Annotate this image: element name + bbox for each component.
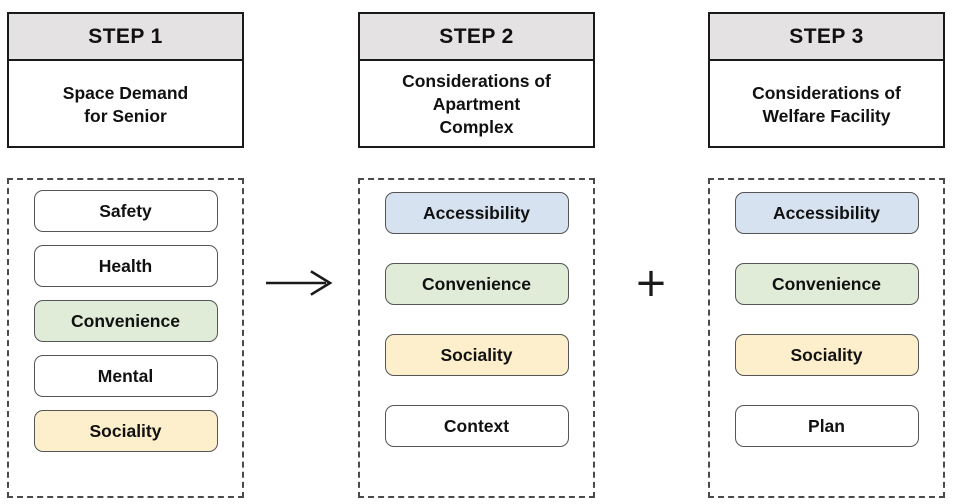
list-item[interactable]: Health [33,245,218,287]
list-item[interactable]: Sociality [734,334,919,376]
connector-arrow [250,263,350,303]
list-item[interactable]: Accessibility [734,192,919,234]
step-title-3: Considerations of Welfare Facility [752,82,901,126]
step-column-3: STEP 3 Considerations of Welfare Facilit… [708,12,947,499]
list-item[interactable]: Convenience [384,263,569,305]
list-item[interactable]: Accessibility [384,192,569,234]
step-item-list-3: Accessibility Convenience Sociality Plan [708,178,945,498]
step-column-2: STEP 2 Considerations of Apartment Compl… [358,12,597,499]
list-item[interactable]: Convenience [33,300,218,342]
right-arrow-icon [266,270,333,296]
step-header-card-2: STEP 2 Considerations of Apartment Compl… [358,12,595,148]
connector-plus: + [601,263,701,303]
step-label-1: STEP 1 [9,14,242,61]
list-item[interactable]: Safety [33,190,218,232]
step-header-card-3: STEP 3 Considerations of Welfare Facilit… [708,12,945,148]
step-label-2: STEP 2 [360,14,593,61]
step-header-card-1: STEP 1 Space Demand for Senior [7,12,244,148]
step-label-3: STEP 3 [710,14,943,61]
step-title-1: Space Demand for Senior [62,82,189,126]
list-item[interactable]: Mental [33,355,218,397]
plus-icon: + [634,260,668,306]
step-item-list-2: Accessibility Convenience Sociality Cont… [358,178,595,498]
step-item-list-1: Safety Health Convenience Mental Sociali… [7,178,244,498]
list-item[interactable]: Context [384,405,569,447]
list-item[interactable]: Sociality [33,410,218,452]
list-item[interactable]: Convenience [734,263,919,305]
step-column-1: STEP 1 Space Demand for Senior Safety He… [7,12,246,499]
step-title-2: Considerations of Apartment Complex [402,71,551,137]
list-item[interactable]: Sociality [384,334,569,376]
list-item[interactable]: Plan [734,405,919,447]
